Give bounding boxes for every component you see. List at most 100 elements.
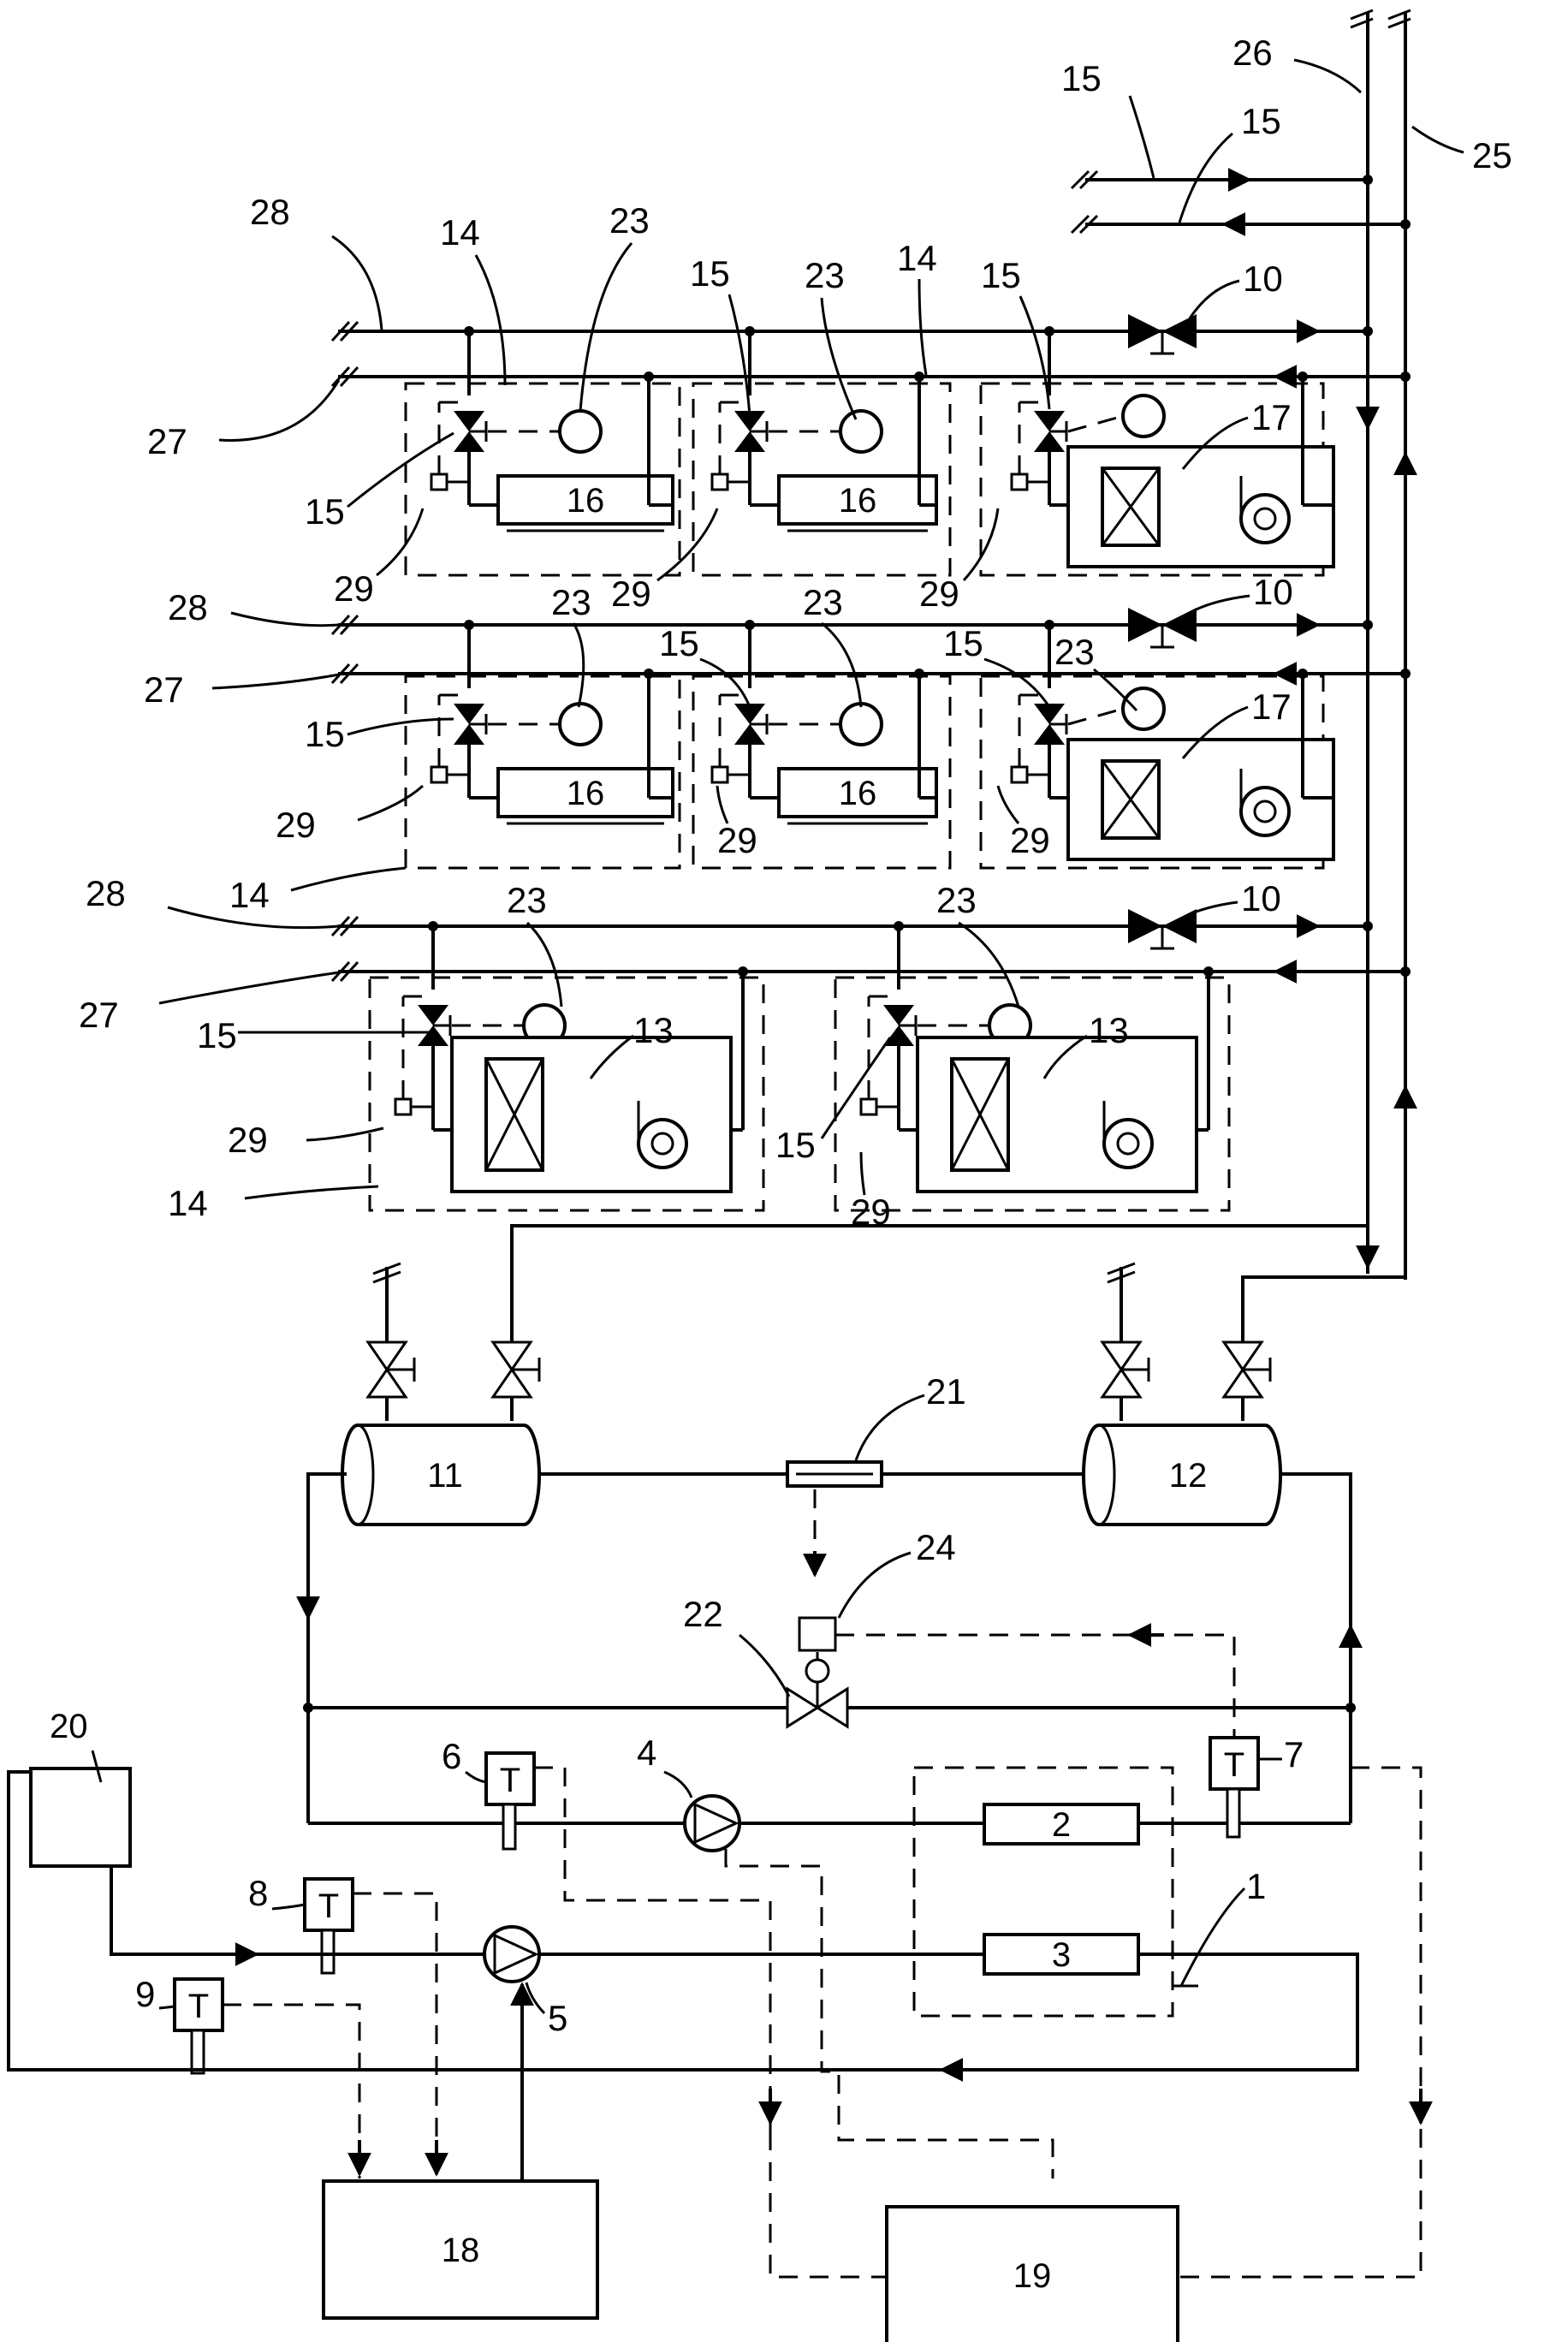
box-20: 20 xyxy=(29,1708,132,1868)
coil-icon xyxy=(1101,467,1161,547)
label-15-floor3-b: 15 xyxy=(775,1125,816,1165)
temp-sensor-9-symbol: T xyxy=(188,1988,209,2025)
thermostat-icon xyxy=(1121,687,1166,731)
terminal-unit-f1u1: 16 xyxy=(404,326,681,577)
label-4: 4 xyxy=(637,1733,656,1773)
tee-dot xyxy=(1044,326,1054,336)
tee-dot xyxy=(1298,669,1308,679)
label-27-floor1: 27 xyxy=(147,421,187,461)
coil-cross xyxy=(1101,760,1161,839)
sensor-29-icon xyxy=(710,473,729,491)
thermostat-link xyxy=(1067,707,1124,726)
unit-enclosure xyxy=(368,976,765,1212)
fan-coil-16-label: 16 xyxy=(839,482,877,520)
coil-icon xyxy=(1101,759,1161,840)
thermostat-icon xyxy=(558,702,603,746)
label-14-floor3: 14 xyxy=(168,1183,208,1223)
label-10-floor3: 10 xyxy=(1241,878,1281,918)
component-2: 2 xyxy=(983,1803,1140,1846)
tee-dot xyxy=(738,966,748,977)
fan-coil-16 xyxy=(496,474,674,526)
label-23-floor1-a: 23 xyxy=(609,200,650,241)
temp-sensor-6: T xyxy=(484,1751,782,2131)
sensor-29-icon xyxy=(1010,765,1029,784)
label-25: 25 xyxy=(1472,135,1512,175)
label-26: 26 xyxy=(1232,33,1273,73)
label-29-floor1-c: 29 xyxy=(919,574,959,614)
label-6: 6 xyxy=(442,1736,461,1776)
fan-hub-icon xyxy=(1116,1132,1140,1156)
tee-dot xyxy=(464,620,474,630)
fan-coil-16-label: 16 xyxy=(567,775,605,812)
component-3: 3 xyxy=(983,1933,1140,1976)
sensor-29-icon xyxy=(859,1097,878,1116)
label-17-floor1: 17 xyxy=(1251,397,1292,437)
heat-pump-unit-1 xyxy=(912,1766,1198,2018)
tee-dot xyxy=(1298,372,1308,382)
main-riser-25 xyxy=(1387,9,1417,1280)
unit-enclosure xyxy=(404,675,681,870)
temp-sensor-9: T xyxy=(173,1977,371,2179)
temp-sensor-7-symbol: T xyxy=(1224,1746,1244,1784)
label-14-floor1-a: 14 xyxy=(440,212,480,253)
label-2: 2 xyxy=(1052,1806,1071,1844)
thermostat-link xyxy=(1067,414,1124,433)
label-17-floor2: 17 xyxy=(1251,687,1292,727)
label-19: 19 xyxy=(1013,2257,1052,2295)
pump-5 xyxy=(483,1925,541,2208)
label-15-floor1-c: 15 xyxy=(981,255,1021,295)
balancing-valve-10-floor1 xyxy=(1128,314,1197,355)
label-21: 21 xyxy=(926,1371,966,1412)
tee-dot xyxy=(745,620,755,630)
label-29-floor2-a: 29 xyxy=(276,805,316,845)
terminal-unit-f1u3 xyxy=(979,326,1335,577)
label-15-floor2-c: 15 xyxy=(943,623,983,663)
label-15-floor2-b: 15 xyxy=(659,623,699,663)
terminal-unit-f2u2: 16 xyxy=(692,620,952,870)
label-27-floor3: 27 xyxy=(79,995,119,1035)
tee-dot xyxy=(428,921,438,931)
label-3: 3 xyxy=(1052,1936,1071,1974)
label-22: 22 xyxy=(683,1594,723,1634)
label-23-floor3-a: 23 xyxy=(507,880,547,920)
label-10-floor1: 10 xyxy=(1243,259,1283,299)
main-riser-26 xyxy=(1350,9,1380,1274)
label-29-floor1-a: 29 xyxy=(334,568,374,609)
label-11: 11 xyxy=(427,1457,463,1495)
label-14-floor2: 14 xyxy=(229,875,270,915)
label-5: 5 xyxy=(548,1998,567,2038)
tee-dot xyxy=(914,669,924,679)
temp-sensor-7: T xyxy=(1209,1736,1282,1839)
balancing-valve-10-floor3 xyxy=(1128,909,1197,950)
coil-cross xyxy=(950,1058,1010,1171)
terminal-unit-f1u2: 16 xyxy=(692,326,952,577)
label-28-floor1: 28 xyxy=(250,192,290,232)
label-14-floor1-b: 14 xyxy=(897,238,937,278)
fan-hub-icon xyxy=(1253,507,1277,531)
terminal-unit-f3u2 xyxy=(834,921,1231,1212)
label-7: 7 xyxy=(1284,1734,1304,1774)
label-23-floor2-a: 23 xyxy=(551,582,591,622)
label-28-floor2: 28 xyxy=(168,587,208,627)
unit-enclosure xyxy=(692,675,952,870)
fan-coil-16 xyxy=(777,474,938,526)
thermostat-icon xyxy=(839,409,883,454)
sensor-29-icon xyxy=(430,765,448,784)
controller-19: 19 xyxy=(885,2205,1179,2342)
pump-4 xyxy=(683,1794,1054,2179)
label-24: 24 xyxy=(916,1527,956,1567)
bypass-valve-22 xyxy=(786,1616,1236,1738)
sensor-29-icon xyxy=(394,1097,413,1116)
temp-sensor-8-symbol: T xyxy=(318,1887,339,1925)
tee-dot xyxy=(894,921,904,931)
tee-dot xyxy=(1044,620,1054,630)
coil-cross xyxy=(484,1058,544,1171)
tee-dot xyxy=(644,669,654,679)
air-handler xyxy=(450,1036,733,1193)
air-handler xyxy=(1066,445,1335,568)
terminal-unit-f2u3 xyxy=(979,620,1335,870)
thermostat-icon xyxy=(1121,394,1166,438)
tee-dot xyxy=(644,372,654,382)
